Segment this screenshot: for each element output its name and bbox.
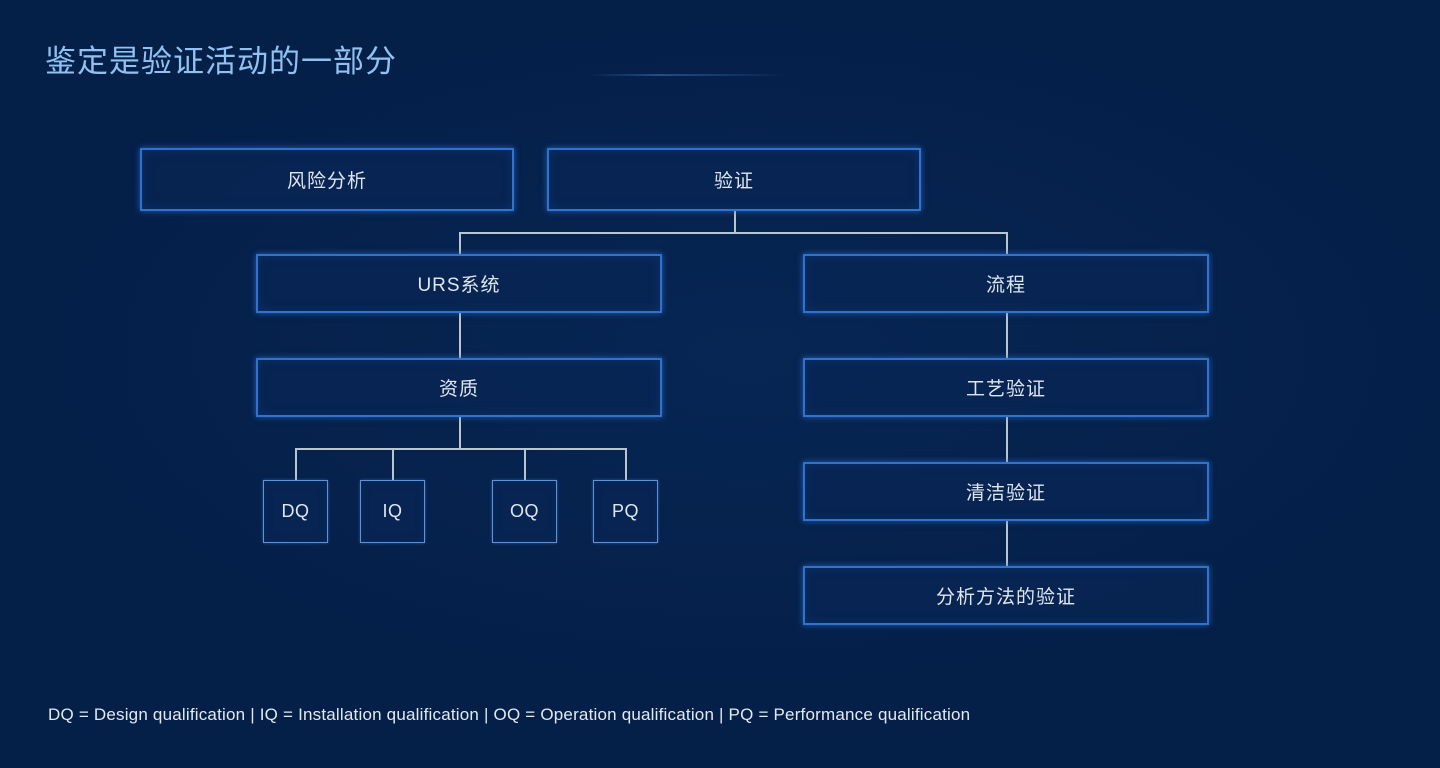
connector-bus-row2	[459, 232, 1008, 234]
connector-validation-down	[734, 211, 736, 234]
legend-footnote: DQ = Design qualification | IQ = Install…	[48, 705, 971, 724]
node-validation-label: 验证	[713, 171, 754, 192]
node-iq[interactable]: IQ	[360, 480, 425, 543]
connector-process-to-process-validation	[1006, 313, 1008, 358]
connector-cleaning-to-analytical	[1006, 521, 1008, 566]
connector-bus-to-pq	[625, 448, 627, 480]
connector-bus-to-oq	[524, 448, 526, 480]
connector-urs-to-qualification	[459, 313, 461, 358]
node-risk-analysis-label: 风险分析	[286, 171, 367, 192]
connector-bus-to-process	[1006, 232, 1008, 255]
node-process[interactable]: 流程	[803, 254, 1209, 313]
node-validation[interactable]: 验证	[547, 148, 921, 211]
connector-bus-to-urs	[459, 232, 461, 255]
connector-bus-to-dq	[295, 448, 297, 480]
page-title: 鉴定是验证活动的一部分	[45, 44, 397, 79]
node-cleaning-validation-label: 清洁验证	[965, 483, 1046, 504]
node-qualification-label: 资质	[438, 379, 479, 400]
node-cleaning-validation[interactable]: 清洁验证	[803, 462, 1209, 521]
node-iq-label: IQ	[382, 501, 403, 521]
node-dq[interactable]: DQ	[263, 480, 328, 543]
connector-process-validation-to-cleaning	[1006, 417, 1008, 462]
node-process-validation-label: 工艺验证	[965, 379, 1046, 400]
connector-qualification-down	[459, 417, 461, 449]
connector-bus-to-iq	[392, 448, 394, 480]
node-analytical-method-validation[interactable]: 分析方法的验证	[803, 566, 1209, 625]
node-process-label: 流程	[985, 275, 1026, 296]
node-process-validation[interactable]: 工艺验证	[803, 358, 1209, 417]
node-risk-analysis[interactable]: 风险分析	[140, 148, 514, 211]
node-pq[interactable]: PQ	[593, 480, 658, 543]
node-qualification[interactable]: 资质	[256, 358, 662, 417]
node-oq-label: OQ	[509, 501, 539, 521]
node-pq-label: PQ	[611, 501, 639, 521]
background-artifact-line	[588, 74, 788, 76]
node-analytical-method-validation-label: 分析方法的验证	[935, 587, 1076, 608]
node-dq-label: DQ	[281, 501, 310, 521]
node-urs-system[interactable]: URS系统	[256, 254, 662, 313]
connector-bus-qualification-children	[295, 448, 626, 450]
node-oq[interactable]: OQ	[492, 480, 557, 543]
node-urs-system-label: URS系统	[417, 275, 501, 296]
